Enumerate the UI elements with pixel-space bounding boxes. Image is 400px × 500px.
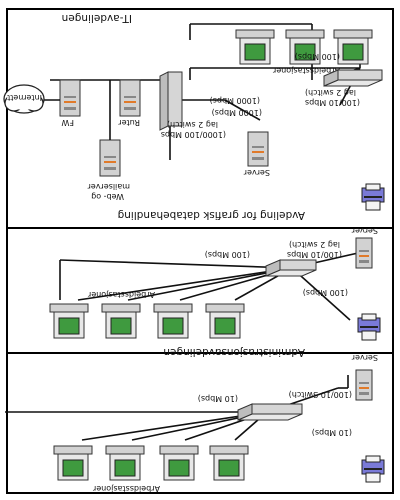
outer-frame [6, 8, 394, 494]
rotated-diagram: Administrasjonsavdelingen [3, 8, 394, 494]
grafisk-link-label: (100 Mbps) [205, 250, 250, 259]
it-link-label: (1000 Mbps) [212, 108, 262, 117]
admin-title: Administrasjonsavdelingen [163, 346, 305, 358]
server-icon [355, 369, 373, 401]
wire [127, 267, 293, 301]
admin-server-label: Server [351, 353, 378, 362]
grafisk-title: Avdeling for grafisk databehandling [118, 209, 305, 221]
grafisk-server-label: Server [351, 226, 378, 235]
it-internet-label: Internett [7, 93, 42, 102]
it-title: IT-avdelingen [62, 12, 132, 24]
it-switch-label: lag 2 switch) [305, 88, 356, 97]
workstation-icon [101, 303, 141, 339]
section-it: IT-avdelingen [3, 12, 385, 211]
workstation-icon [209, 445, 249, 481]
switch-icon [323, 69, 383, 87]
it-workstations-label: Arbeidsstasjoner [272, 66, 340, 75]
it-link-label: (1000 Mbps) [210, 96, 260, 105]
wire [224, 99, 261, 121]
workstation-icon [205, 303, 245, 339]
grafisk-switch-label: lag 2 switch) [289, 240, 340, 249]
workstation-icon [153, 303, 193, 339]
workstation-icon [53, 445, 93, 481]
printer-icon [361, 183, 385, 211]
admin-link-label: (10 Mbps) [312, 428, 352, 437]
workstation-icon [235, 29, 275, 65]
workstation-icon [159, 445, 199, 481]
it-webmail-label: Web- og [91, 192, 124, 201]
wire [59, 259, 293, 269]
section-admin: Administrasjonsavdelingen [5, 346, 385, 493]
admin-workstations-label: Arbeidsstasjoner [92, 484, 160, 493]
admin-link-label: (10 Mbps) [198, 394, 238, 403]
it-router-label: Ruter [118, 118, 140, 127]
cloud-icon [3, 84, 45, 114]
wire [291, 267, 351, 321]
admin-switch-label: (100/10 Switch) [289, 390, 352, 399]
it-core-switch-label: lag 2 switch) [167, 120, 218, 129]
workstation-icon [49, 303, 89, 339]
router-icon [119, 79, 141, 117]
printer-icon [357, 313, 381, 341]
server-icon [355, 237, 373, 269]
server-icon [99, 139, 121, 177]
it-fw-label: FW [61, 118, 74, 127]
wire [81, 411, 268, 441]
it-link-label: (100 Mbps) [295, 52, 340, 61]
section-grafisk: Avdeling for grafisk databehandling [49, 209, 381, 341]
grafisk-link-label: (100 Mbps) [303, 288, 348, 297]
printer-icon [361, 455, 385, 483]
wire [77, 267, 293, 301]
firewall-icon [59, 79, 81, 117]
it-switch-speed: (100/10 Mbps [305, 98, 360, 107]
grafisk-switch-speed: (100/10 Mbps [287, 250, 342, 259]
workstation-icon [285, 29, 325, 65]
workstation-icon [105, 445, 145, 481]
it-core-switch-speed: (1000/100 Mbps [161, 130, 226, 139]
switch-icon [159, 71, 183, 131]
switch-icon [237, 403, 303, 421]
workstation-icon [333, 29, 373, 65]
switch-icon [265, 259, 317, 277]
server-icon [247, 131, 269, 167]
grafisk-workstations-label: Arbeidsstasjoner [87, 290, 155, 299]
it-webmail-label: mailserver [87, 182, 130, 191]
it-server-label: Server [243, 168, 270, 177]
